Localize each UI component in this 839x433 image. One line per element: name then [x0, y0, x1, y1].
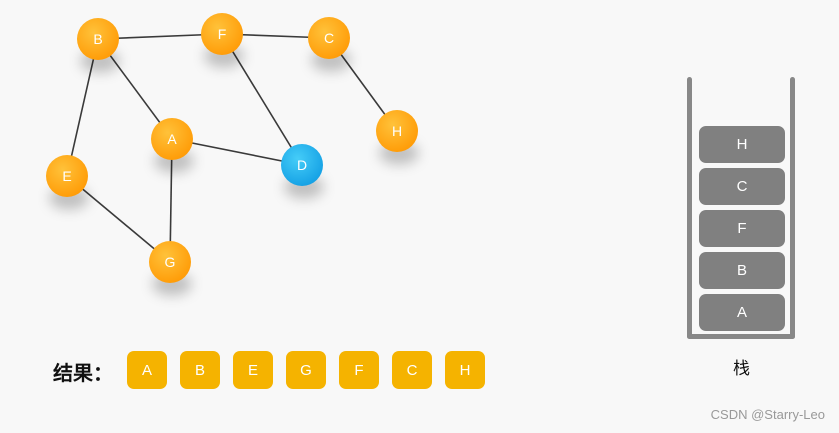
- stack-label: 栈: [733, 359, 750, 379]
- node-label: A: [167, 131, 177, 147]
- node-label: F: [218, 26, 227, 42]
- node-label: E: [62, 168, 71, 184]
- node-C: C: [308, 17, 351, 72]
- node-label: C: [324, 30, 334, 46]
- result-item: G: [286, 351, 326, 389]
- stack-left-wall: [687, 77, 692, 339]
- node-label: B: [93, 31, 102, 47]
- result-item: F: [339, 351, 379, 389]
- result-item: C: [392, 351, 432, 389]
- node-circle: [151, 118, 193, 160]
- node-label: G: [165, 254, 176, 270]
- edge-A-D: [171, 138, 303, 166]
- node-circle: [46, 155, 88, 197]
- node-circle: [376, 110, 418, 152]
- node-E: E: [46, 155, 89, 210]
- node-A: A: [151, 118, 194, 173]
- node-circle: [308, 17, 350, 59]
- node-G: G: [149, 241, 192, 296]
- stack-item: C: [699, 168, 785, 205]
- node-circle: [149, 241, 191, 283]
- stack-item: A: [699, 294, 785, 331]
- result-label: 结果：: [53, 361, 113, 385]
- result-item: E: [233, 351, 273, 389]
- result-item: H: [445, 351, 485, 389]
- stack-item: F: [699, 210, 785, 247]
- stack-right-wall: [790, 77, 795, 339]
- node-circle: [77, 18, 119, 60]
- node-F: F: [201, 13, 244, 68]
- node-label: H: [392, 123, 402, 139]
- stack-floor: [687, 334, 795, 339]
- node-circle: [281, 144, 323, 186]
- node-circle: [201, 13, 243, 55]
- node-label: D: [297, 157, 307, 173]
- stack-item: B: [699, 252, 785, 289]
- result-item: A: [127, 351, 167, 389]
- node-H: H: [376, 110, 419, 165]
- stack-item: H: [699, 126, 785, 163]
- node-B: B: [77, 18, 120, 73]
- result-item: B: [180, 351, 220, 389]
- node-D: D: [281, 144, 324, 199]
- watermark: CSDN @Starry-Leo: [710, 407, 825, 422]
